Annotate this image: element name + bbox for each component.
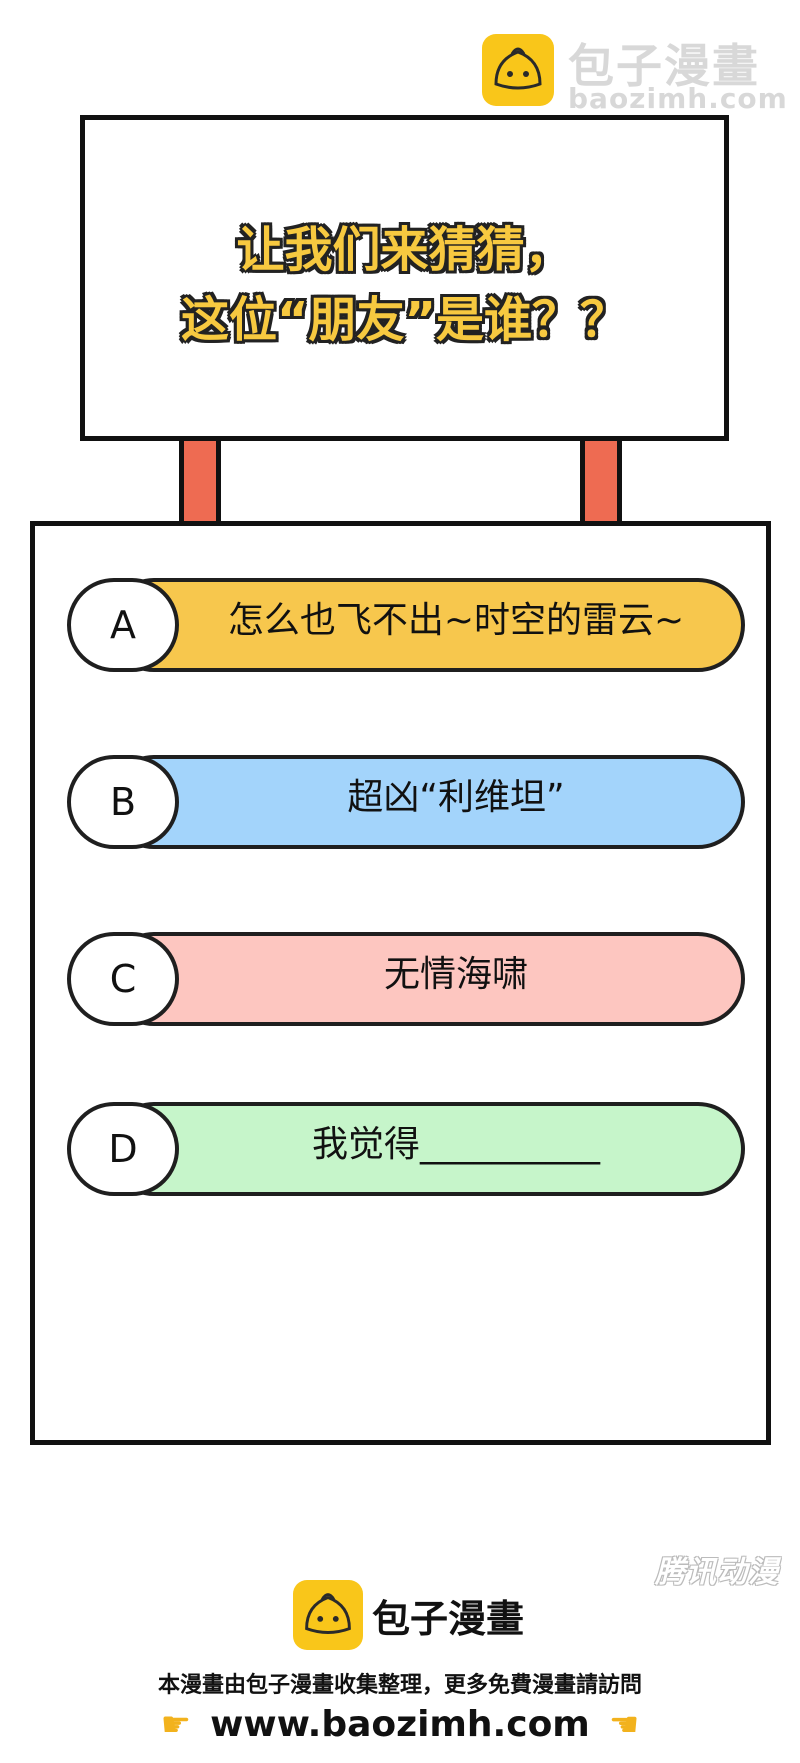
option-letter: C xyxy=(67,932,179,1026)
option-bar[interactable] xyxy=(107,578,745,672)
question-line-1: 让我们来猜猜， xyxy=(236,222,573,278)
option-bar[interactable] xyxy=(107,932,745,1026)
option-d[interactable]: 我觉得__________ D xyxy=(67,1102,745,1196)
board-post-right xyxy=(580,441,622,521)
tencent-watermark: 腾讯动漫 xyxy=(655,1555,779,1590)
option-bar[interactable] xyxy=(107,755,745,849)
footer-brand: 包子漫畫 xyxy=(372,1597,525,1641)
top-watermark: 包子漫畫 baozimh.com xyxy=(482,32,787,115)
option-letter: A xyxy=(67,578,179,672)
option-text: 怎么也飞不出~时空的雷云~ xyxy=(227,600,685,641)
question-title: 让我们来猜猜， 这位“朋友”是谁？？ xyxy=(85,215,724,355)
footer-note: 本漫畫由包子漫畫收集整理，更多免費漫畫請訪問 xyxy=(157,1673,642,1698)
option-text: 无情海啸 xyxy=(383,954,528,995)
board-post-left xyxy=(179,441,221,521)
bun-logo-icon xyxy=(482,34,554,106)
option-text: 超凶“利维坦” xyxy=(347,777,565,818)
footer-url-row: ☛ www.baozimh.com ☚ xyxy=(0,1700,800,1750)
pointing-left-hand-icon: ☚ xyxy=(608,1705,640,1745)
question-board: 让我们来猜猜， 这位“朋友”是谁？？ xyxy=(80,115,729,441)
option-letter: B xyxy=(67,755,179,849)
watermark-url: baozimh.com xyxy=(568,82,788,115)
option-a[interactable]: 怎么也飞不出~时空的雷云~ A xyxy=(67,578,745,672)
pointing-right-hand-icon: ☛ xyxy=(160,1705,192,1745)
question-line-2: 这位“朋友”是谁？？ xyxy=(180,292,629,348)
option-b[interactable]: 超凶“利维坦” B xyxy=(67,755,745,849)
option-text: 我觉得__________ xyxy=(311,1124,600,1165)
option-letter: D xyxy=(67,1102,179,1196)
footer-bun-logo-icon xyxy=(293,1580,363,1650)
answer-panel: 怎么也飞不出~时空的雷云~ A 超凶“利维坦” B 无情海啸 C 我觉得____… xyxy=(30,521,771,1445)
option-c[interactable]: 无情海啸 C xyxy=(67,932,745,1026)
footer-url-link[interactable]: www.baozimh.com xyxy=(210,1704,590,1745)
watermark-brand: 包子漫畫 xyxy=(568,39,760,93)
